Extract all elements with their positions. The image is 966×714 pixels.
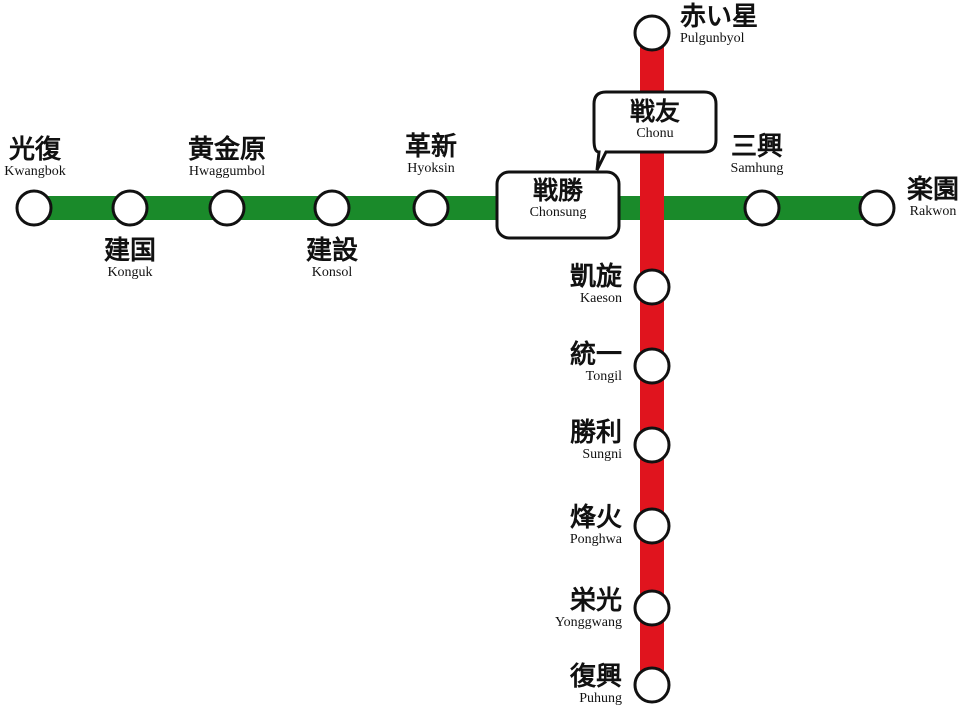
station-label-puhung[interactable]: 復興 Puhung <box>530 663 622 707</box>
station-marker-puhung[interactable] <box>633 666 671 704</box>
station-kanji: 戦友 <box>629 97 680 126</box>
station-label-yonggwang[interactable]: 栄光 Yonggwang <box>530 587 622 631</box>
station-roman: Kaeson <box>580 291 622 306</box>
station-roman: Ponghwa <box>569 532 622 547</box>
station-kanji: 三興 <box>730 132 783 162</box>
station-label-kaeson[interactable]: 凱旋 Kaeson <box>530 263 622 307</box>
station-marker-pulgunbyol[interactable] <box>633 14 671 52</box>
station-kanji: 楽園 <box>906 175 959 205</box>
station-label-hyoksin[interactable]: 革新 Hyoksin <box>391 133 471 177</box>
station-label-hwaggumbol[interactable]: 黄金原 Hwaggumbol <box>172 136 282 180</box>
station-label-pulgunbyol[interactable]: 赤い星 Pulgunbyol <box>680 3 790 47</box>
station-marker-tongil[interactable] <box>633 347 671 385</box>
station-marker-konsol[interactable] <box>313 189 351 227</box>
station-roman: Konguk <box>107 265 153 280</box>
station-marker-konguk[interactable] <box>111 189 149 227</box>
station-roman: Kwangbok <box>4 164 66 179</box>
station-kanji: 赤い星 <box>680 2 759 32</box>
station-kanji: 栄光 <box>569 586 622 616</box>
station-marker-hyoksin[interactable] <box>412 189 450 227</box>
station-kanji: 復興 <box>569 662 622 692</box>
station-roman: Puhung <box>579 691 622 706</box>
callout-chonsung[interactable] <box>495 170 621 240</box>
station-label-ponghwa[interactable]: 烽火 Ponghwa <box>530 504 622 548</box>
station-label-sungni[interactable]: 勝利 Sungni <box>530 419 622 463</box>
station-roman: Chonsung <box>529 205 587 220</box>
station-label-rakwon[interactable]: 楽園 Rakwon <box>900 176 966 220</box>
station-roman: Samhung <box>730 161 784 176</box>
station-roman: Hyoksin <box>407 161 455 176</box>
station-kanji: 統一 <box>569 340 622 370</box>
station-roman: Tongil <box>585 369 622 384</box>
station-kanji: 光復 <box>8 135 61 165</box>
station-kanji: 戦勝 <box>532 176 583 205</box>
station-label-chonsung[interactable]: 戦勝 Chonsung <box>497 177 619 221</box>
station-marker-sungni[interactable] <box>633 426 671 464</box>
station-marker-hwaggumbol[interactable] <box>208 189 246 227</box>
station-label-kwangbok[interactable]: 光復 Kwangbok <box>0 136 71 180</box>
station-marker-rakwon[interactable] <box>858 189 896 227</box>
station-roman: Chonu <box>636 126 674 141</box>
station-roman: Sungni <box>582 447 622 462</box>
station-label-konguk[interactable]: 建国 Konguk <box>90 237 170 281</box>
station-marker-kaeson[interactable] <box>633 268 671 306</box>
station-roman: Hwaggumbol <box>188 164 266 179</box>
station-kanji: 黄金原 <box>187 135 266 165</box>
station-roman: Yonggwang <box>554 615 622 630</box>
station-kanji: 革新 <box>404 132 457 162</box>
station-marker-kwangbok[interactable] <box>15 189 53 227</box>
station-kanji: 建設 <box>305 236 358 266</box>
station-roman: Konsol <box>311 265 353 280</box>
station-kanji: 烽火 <box>569 503 622 533</box>
station-kanji: 建国 <box>103 236 156 266</box>
callout-chonu[interactable] <box>592 90 718 171</box>
station-marker-samhung[interactable] <box>743 189 781 227</box>
station-marker-yonggwang[interactable] <box>633 589 671 627</box>
station-marker-ponghwa[interactable] <box>633 507 671 545</box>
station-roman: Rakwon <box>909 204 957 219</box>
station-label-tongil[interactable]: 統一 Tongil <box>530 341 622 385</box>
station-label-konsol[interactable]: 建設 Konsol <box>292 237 372 281</box>
station-label-samhung[interactable]: 三興 Samhung <box>712 133 802 177</box>
station-kanji: 凱旋 <box>569 262 622 292</box>
station-kanji: 勝利 <box>569 418 622 448</box>
green-line <box>34 196 878 220</box>
station-roman: Pulgunbyol <box>680 31 745 46</box>
station-label-chonu[interactable]: 戦友 Chonu <box>594 98 716 142</box>
